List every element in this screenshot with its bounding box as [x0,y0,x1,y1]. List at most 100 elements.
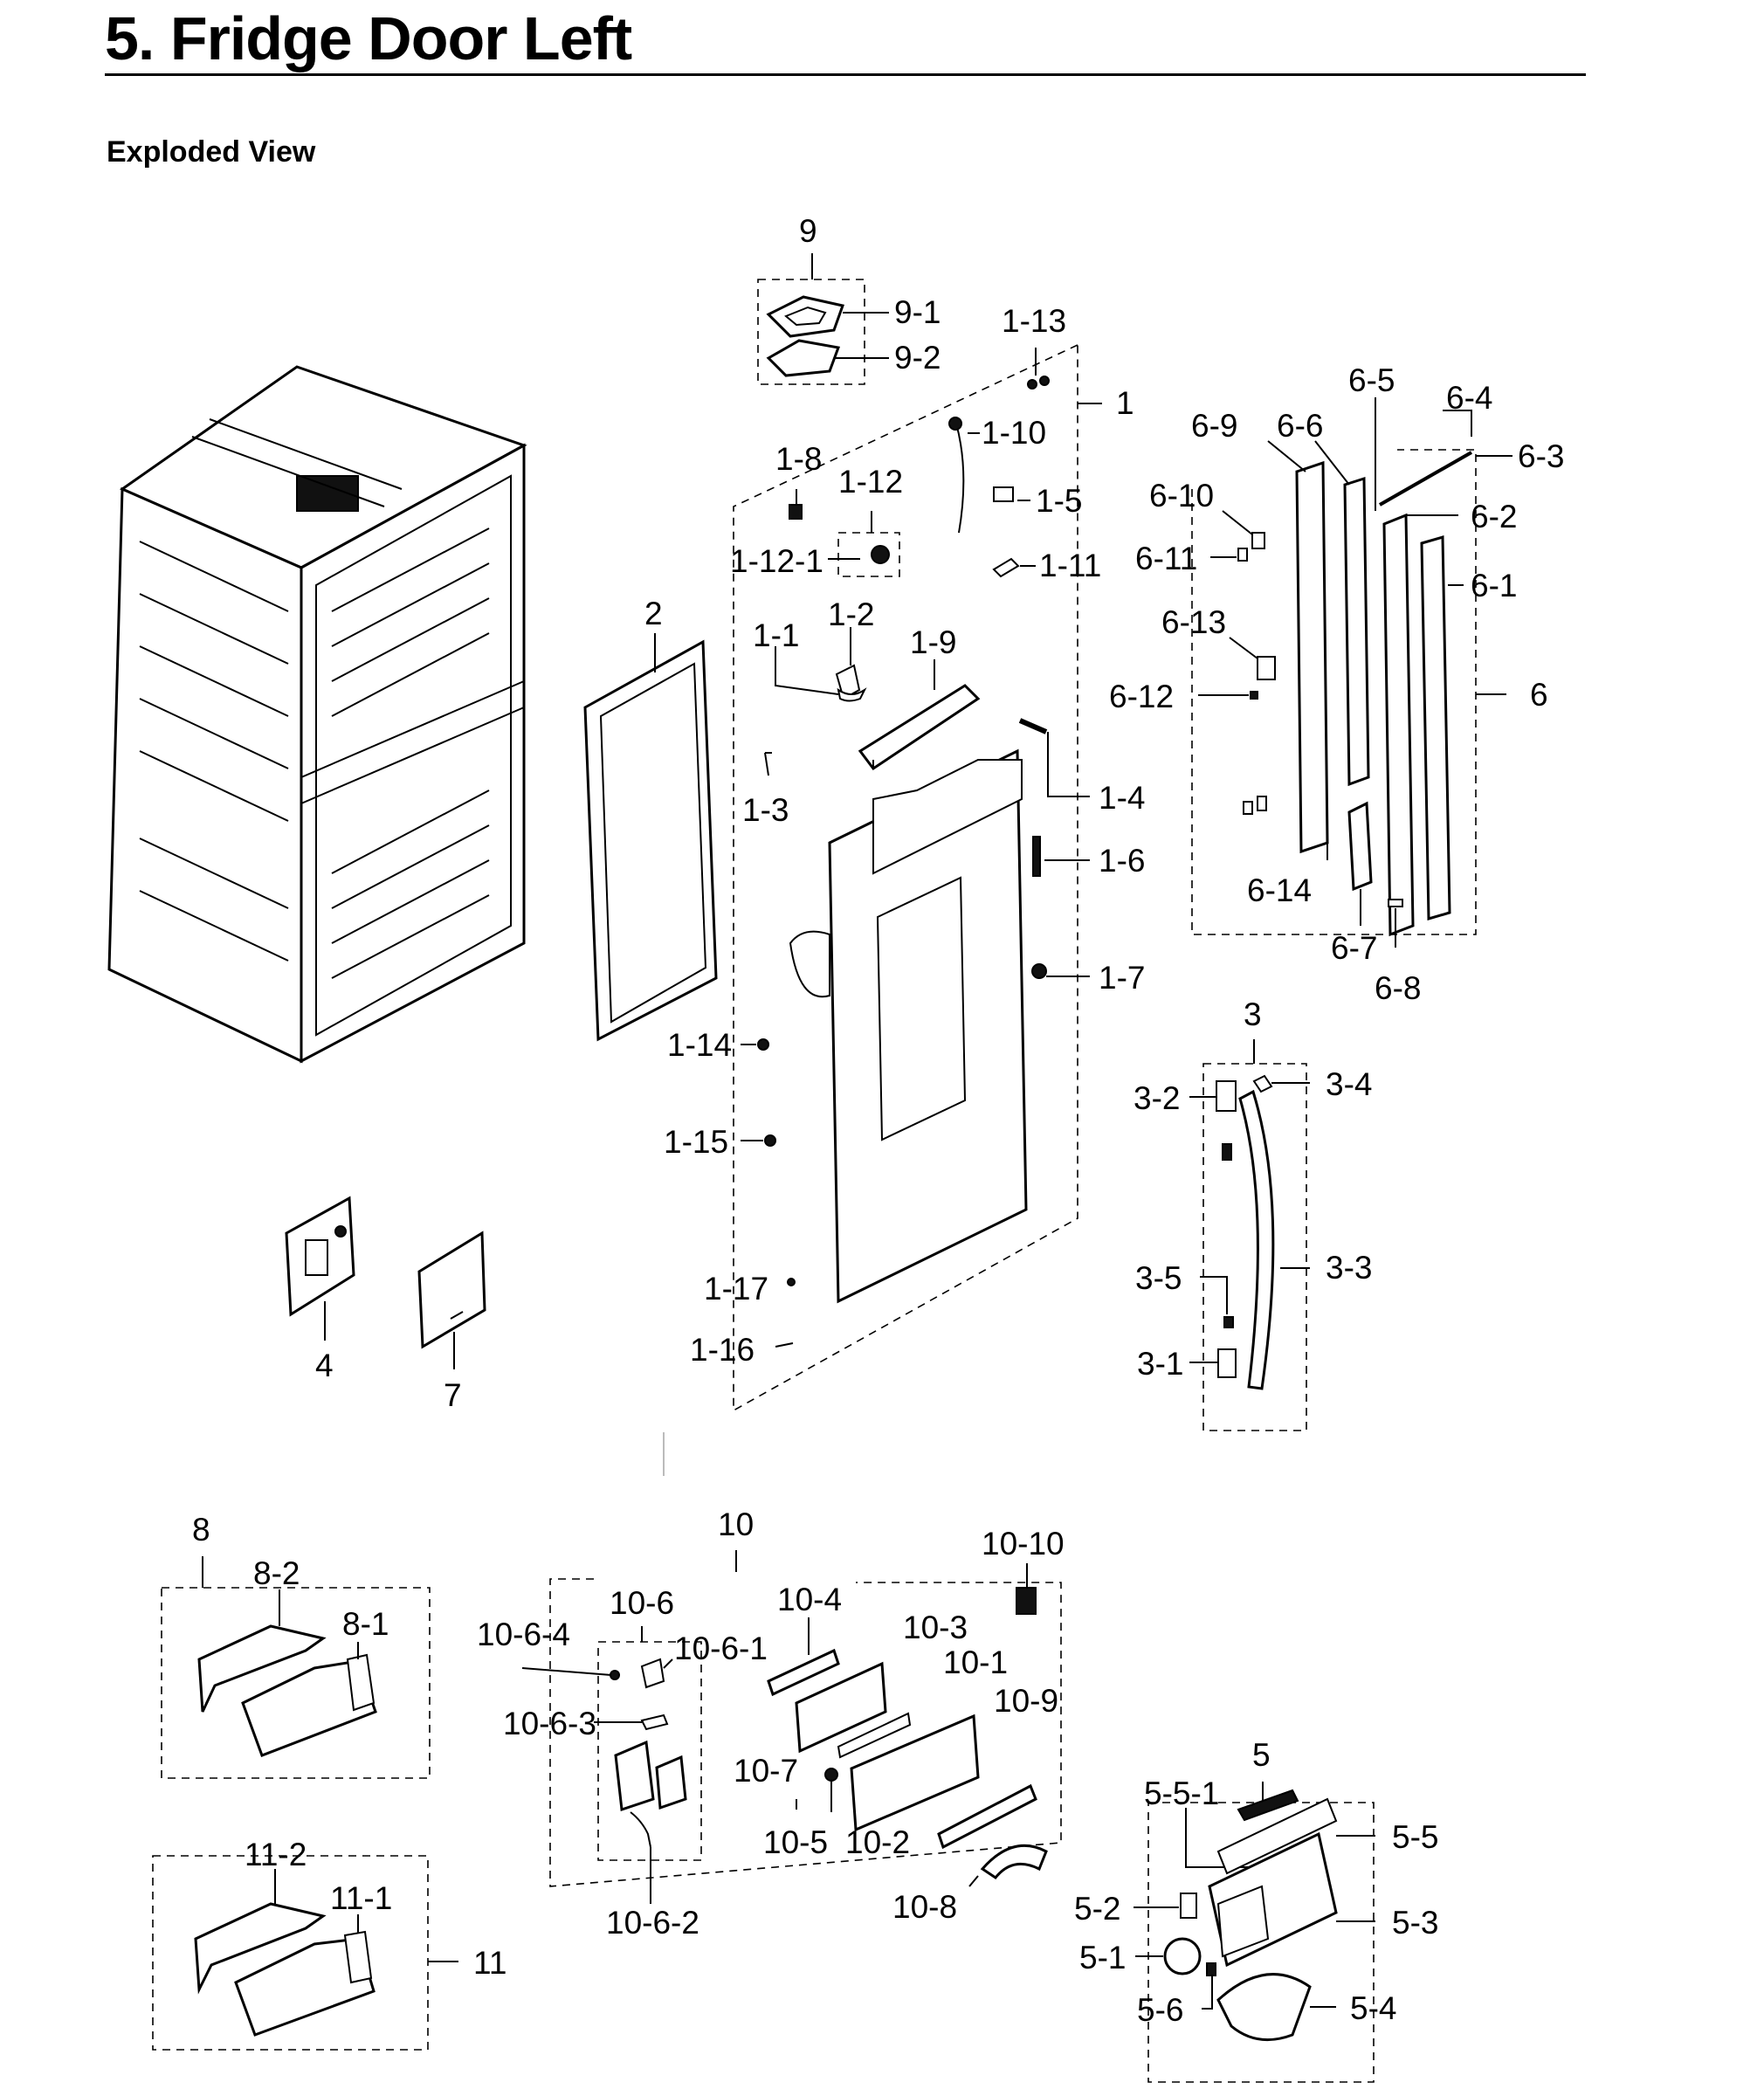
callout-6-9: 6-9 [1191,408,1237,444]
door-panel-part [789,748,1028,1304]
part-3-5a [1222,1143,1232,1161]
callout-10-3: 10-3 [903,1610,968,1645]
callout-3-4: 3-4 [1326,1066,1372,1102]
leader-5-6 [1202,1975,1213,2010]
part-10-6-1 [640,1658,665,1689]
callout-5-5: 5-5 [1392,1819,1438,1855]
callout-10-6-1: 10-6-1 [674,1631,768,1666]
part-1-7 [1031,963,1047,979]
callout-3-1: 3-1 [1137,1346,1183,1382]
part-6-9 [1295,460,1329,854]
leader-6-13 [1229,637,1258,659]
part-1-15 [764,1134,776,1147]
callout-6-14: 6-14 [1247,872,1312,908]
callout-11-1: 11-1 [330,1880,392,1916]
section-subtitle: Exploded View [107,135,316,169]
part-1-14 [757,1038,769,1051]
leader-1-1 [775,646,839,695]
part-10-10 [1016,1587,1037,1615]
callout-6-4: 6-4 [1446,380,1492,416]
part-1-11 [992,557,1020,578]
leader-6-9 [1267,440,1306,472]
callout-5-3: 5-3 [1392,1905,1438,1941]
callout-6-2: 6-2 [1471,499,1517,534]
callout-8: 8 [192,1512,210,1548]
part-6-4 [1379,451,1472,507]
callout-4: 4 [315,1348,334,1383]
callout-6-1: 6-1 [1471,568,1517,603]
callout-1-6: 1-6 [1099,843,1145,879]
part-1-10-head [948,417,962,431]
part-10-6-4 [610,1670,620,1680]
callout-10-6: 10-6 [610,1585,674,1621]
group-1-box [733,344,1078,1412]
callout-8-1: 8-1 [342,1606,389,1642]
part-10-4 [767,1648,840,1697]
part-10-1 [837,1712,912,1759]
callout-1: 1 [1116,385,1134,421]
part-10-9 [850,1713,980,1832]
callout-1-1: 1-1 [753,617,799,653]
callout-5: 5 [1252,1737,1271,1773]
callout-5-6: 5-6 [1137,1992,1183,2028]
callout-10: 10 [718,1506,754,1542]
part-1-16 [775,1342,794,1348]
part-7 [417,1231,486,1349]
callout-1-13: 1-13 [1002,303,1066,339]
part-10-3 [795,1661,887,1754]
part-5-4 [1216,1973,1312,2042]
callout-2: 2 [644,596,663,631]
part-6-11 [1237,548,1248,562]
callout-10-4: 10-4 [777,1582,842,1617]
callout-10-6-3: 10-6-3 [503,1706,596,1741]
title-rule [105,73,1586,76]
callout-3-3: 3-3 [1326,1250,1372,1286]
callout-10-6-2: 10-6-2 [606,1905,699,1941]
callout-1-2: 1-2 [828,596,874,632]
leader-6-6 [1314,440,1350,486]
callout-6-11: 6-11 [1135,541,1197,576]
part-1-12 [871,545,890,564]
leader-10-6-1 [663,1658,673,1669]
callout-1-10: 1-10 [982,415,1046,451]
leader-6-4 [1443,410,1472,437]
part-1-9 [858,684,981,771]
part-6-10 [1251,532,1265,549]
refrigerator-cabinet-illustration [107,365,527,1064]
callout-5-5-1: 5-5-1 [1144,1775,1219,1811]
callout-6-12: 6-12 [1109,679,1174,714]
part-6-8 [1388,899,1403,907]
part-1-1 [837,687,867,702]
part-3-5 [1223,1316,1234,1328]
part-3-1 [1217,1348,1237,1378]
callout-1-12-1: 1-12-1 [730,543,823,579]
group-8-box [161,1587,431,1779]
part-1-13b [1039,376,1050,386]
part-4 [285,1196,355,1317]
callout-11: 11 [473,1945,506,1981]
part-10-6-box-right [655,1755,687,1810]
callout-5-2: 5-2 [1074,1891,1120,1927]
group-10-6-box [597,1641,702,1861]
callout-6-8: 6-8 [1375,970,1421,1006]
callout-6-6: 6-6 [1277,408,1323,444]
leader-10-8 [968,1875,979,1887]
part-1-17 [787,1278,796,1286]
callout-10-1: 10-1 [943,1644,1008,1680]
callout-10-6-4: 10-6-4 [477,1617,570,1652]
part-1-5 [993,486,1014,502]
callout-7: 7 [444,1377,462,1413]
leader-3-5 [1200,1276,1228,1314]
part-8-2 [197,1624,327,1713]
callout-10-2: 10-2 [845,1824,910,1860]
callout-9-1: 9-1 [894,294,941,330]
callout-6-10: 6-10 [1149,478,1214,514]
callout-8-2: 8-2 [253,1555,300,1591]
group-6-box [1191,449,1477,935]
part-10-2 [937,1783,1037,1850]
part-3-4 [1252,1074,1273,1093]
callout-11-2: 11-2 [245,1837,307,1872]
callout-1-17: 1-17 [704,1271,768,1307]
leader-10-6-4 [521,1667,612,1676]
